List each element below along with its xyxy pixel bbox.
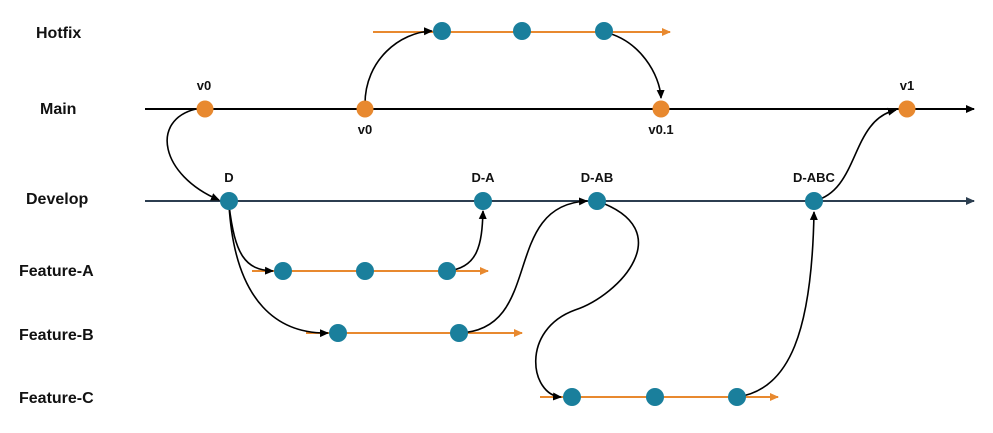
commit-node-develop-dabc[interactable]	[805, 192, 823, 210]
commit-node-develop-dab[interactable]	[588, 192, 606, 210]
connector-hotfix-to-main	[603, 31, 665, 99]
commit-node-develop-d[interactable]	[220, 192, 238, 210]
tag-node-main-v0[interactable]	[356, 100, 374, 118]
tag-label-develop-da: D-A	[471, 170, 495, 185]
commit-node[interactable]	[356, 262, 374, 280]
tag-node-main-v1[interactable]	[898, 100, 916, 118]
connector-main-to-hotfix	[364, 27, 433, 105]
tag-label-main-v0: v0	[358, 122, 372, 137]
connector-feature-a-to-develop	[446, 210, 487, 272]
lane-label-feature-c: Feature-C	[19, 390, 94, 407]
commit-node[interactable]	[329, 324, 347, 342]
connector-main-to-develop	[166, 108, 220, 201]
connector-feature-c-to-develop	[736, 211, 818, 398]
tag-label-develop-d: D	[224, 170, 233, 185]
connector-feature-b-to-develop	[458, 197, 588, 334]
tag-label-main-v1: v1	[900, 78, 914, 93]
connector-develop-to-main	[813, 107, 897, 202]
commit-node[interactable]	[513, 22, 531, 40]
tag-label-main-v0-top: v0	[197, 78, 211, 93]
commit-node[interactable]	[274, 262, 292, 280]
commit-node[interactable]	[728, 388, 746, 406]
tag-label-main-v01: v0.1	[648, 122, 673, 137]
tag-label-develop-dabc: D-ABC	[793, 170, 835, 185]
tag-node-main-v0-top[interactable]	[196, 100, 214, 118]
lane-label-develop: Develop	[26, 191, 88, 208]
lane-label-hotfix: Hotfix	[36, 25, 81, 42]
lane-label-main: Main	[40, 101, 76, 118]
connector-develop-to-feature-c	[535, 200, 639, 401]
lane-label-feature-a: Feature-A	[19, 263, 94, 280]
commit-node[interactable]	[595, 22, 613, 40]
commit-node[interactable]	[438, 262, 456, 280]
commit-node[interactable]	[646, 388, 664, 406]
connector-develop-to-feature-b	[228, 204, 329, 338]
commit-node[interactable]	[450, 324, 468, 342]
commit-node[interactable]	[563, 388, 581, 406]
commit-node-develop-da[interactable]	[474, 192, 492, 210]
tag-node-main-v01[interactable]	[652, 100, 670, 118]
connector-develop-to-feature-a	[228, 204, 274, 275]
commit-node[interactable]	[433, 22, 451, 40]
lane-label-feature-b: Feature-B	[19, 327, 94, 344]
tag-label-develop-dab: D-AB	[581, 170, 614, 185]
